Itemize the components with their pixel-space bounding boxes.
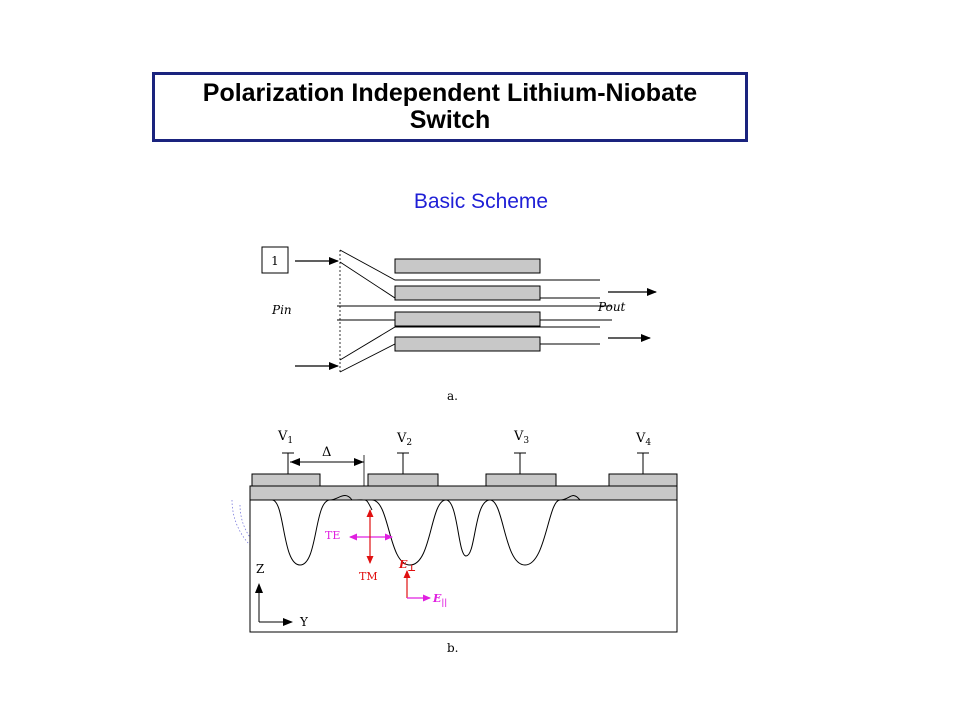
label-v2: V2 bbox=[396, 431, 412, 448]
subtitle-text: Basic Scheme bbox=[413, 190, 549, 213]
caption-b: b. bbox=[447, 641, 459, 655]
z-axis-label: Z bbox=[256, 562, 264, 576]
caption-a: a. bbox=[447, 389, 458, 403]
electrode-a-2 bbox=[394, 285, 541, 301]
electrode-b-2 bbox=[367, 473, 439, 487]
substrate bbox=[249, 499, 678, 633]
te-label: TE bbox=[325, 529, 340, 542]
delta-arrow-right bbox=[354, 458, 364, 466]
title-line-1: Polarization Independent Lithium-Niobate bbox=[202, 79, 698, 107]
label-v1: V1 bbox=[277, 429, 293, 446]
waveguide-1 bbox=[339, 249, 600, 281]
voltage-taps bbox=[282, 452, 649, 474]
pin-label: Pin bbox=[271, 303, 292, 317]
label-v3: V3 bbox=[513, 429, 529, 446]
tm-label: TM bbox=[359, 570, 378, 583]
diagram-b: V1 V2 V3 V4 Δ TE TM E⊥ E|| Z Y bbox=[231, 429, 678, 655]
electrode-a-4 bbox=[394, 336, 541, 352]
y-axis-label: Y bbox=[299, 615, 309, 629]
waveguide-3 bbox=[339, 326, 600, 361]
buffer-layer bbox=[249, 485, 678, 501]
electrode-a-1 bbox=[394, 258, 541, 274]
pout-label: Pout bbox=[597, 300, 626, 314]
label-v4: V4 bbox=[635, 431, 651, 448]
delta-label: Δ bbox=[322, 445, 331, 460]
title-box: Polarization Independent Lithium-Niobate… bbox=[152, 72, 748, 142]
delta-arrow-left bbox=[290, 458, 300, 466]
input-box-1 bbox=[261, 246, 289, 274]
electrode-b-1 bbox=[251, 473, 321, 487]
subtitle: Basic Scheme bbox=[0, 190, 960, 214]
title-line-2: Switch bbox=[409, 106, 491, 134]
e-perp-label: E⊥ bbox=[398, 558, 416, 574]
mode-profiles bbox=[271, 495, 581, 566]
diagram-a: 1 Pin Pout a. bbox=[261, 246, 657, 403]
input-box-label: 1 bbox=[271, 254, 279, 268]
electrode-a-3 bbox=[394, 311, 541, 327]
e-par-label: E|| bbox=[432, 592, 447, 607]
electrode-b-4 bbox=[608, 473, 678, 487]
electrode-b-3 bbox=[485, 473, 557, 487]
